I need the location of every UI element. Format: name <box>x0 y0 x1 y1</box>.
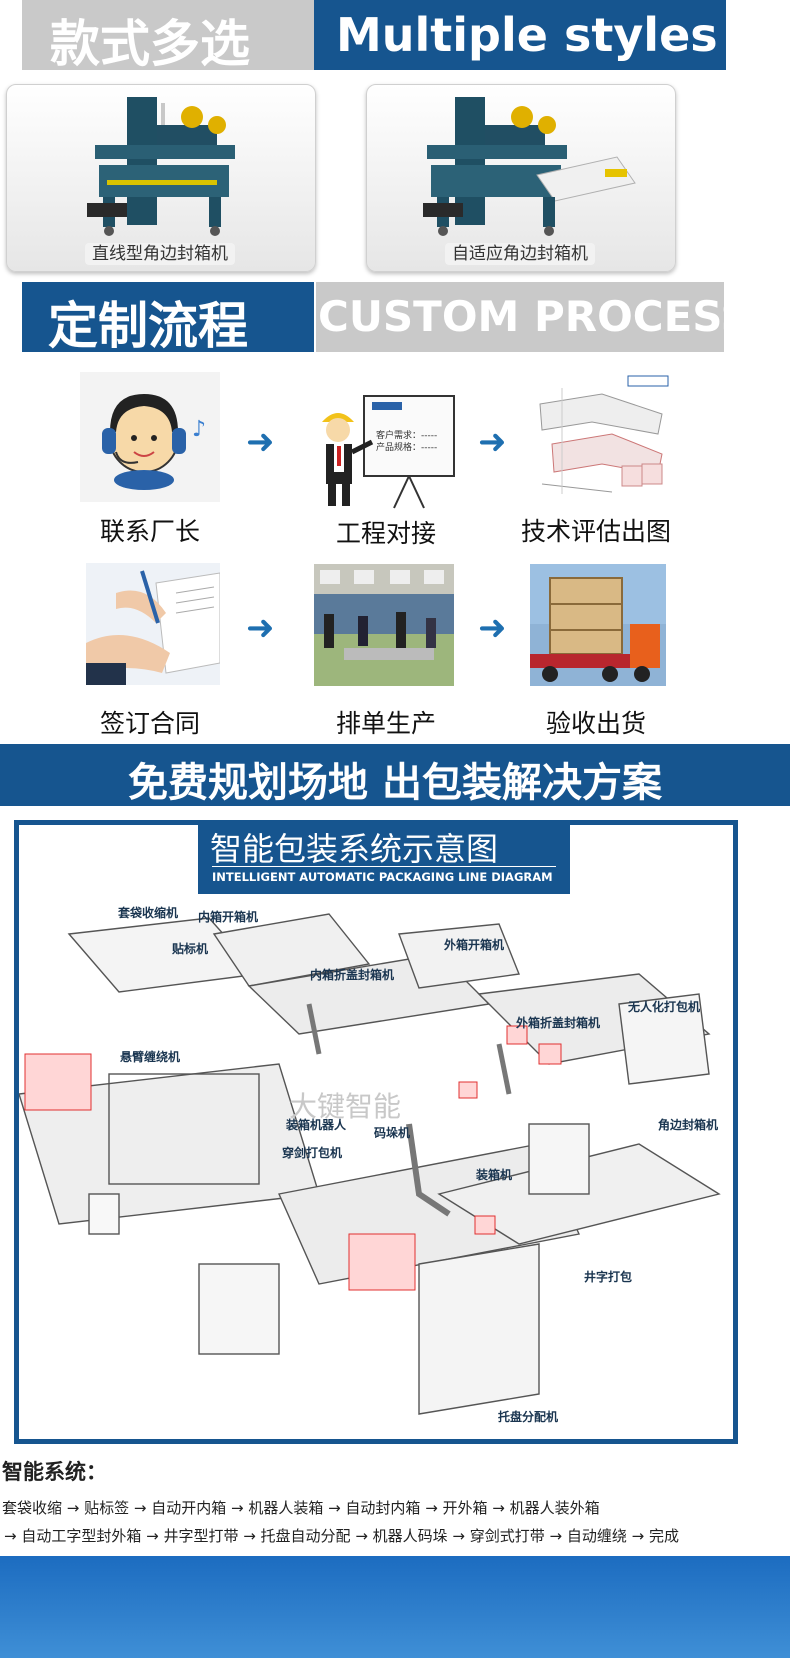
product-caption-1: 直线型角边封箱机 <box>85 243 235 265</box>
styles-title-cn: 款式多选 <box>50 15 250 73</box>
step-5-image <box>314 564 454 686</box>
label-outer-box-sealer: 外箱折盖封箱机 <box>516 1016 601 1030</box>
label-palletizer: 码垛机 <box>374 1126 411 1140</box>
product-caption-2: 自适应角边封箱机 <box>445 243 595 265</box>
label-cross-strapping: 井字打包 <box>584 1270 633 1284</box>
free-plan-title: 免费规划场地 出包装解决方案 <box>128 760 662 806</box>
carton-sealer-machine-icon <box>87 97 235 236</box>
label-inner-box-sealer: 内箱折盖封箱机 <box>310 968 395 982</box>
step-1-image: ♪ <box>80 372 220 502</box>
process-banner-cn-bg <box>22 282 314 352</box>
label-shrink-wrapper: 套袋收缩机 <box>118 906 179 920</box>
step-1-label: 联系厂长 <box>99 517 200 546</box>
step-3-image <box>532 374 670 504</box>
arrow-right-icon: ➜ <box>478 422 507 462</box>
arrow-right-icon: ➜ <box>478 608 507 648</box>
label-unmanned-strapper: 无人化打包机 <box>628 1000 701 1014</box>
label-pallet-dispenser: 托盘分配机 <box>498 1410 559 1424</box>
styles-banner-en-bg <box>314 0 726 70</box>
product-card-1[interactable]: 直线型角边封箱机 <box>6 84 316 272</box>
step-2-label: 工程对接 <box>335 519 436 548</box>
step-4-label: 签订合同 <box>99 709 200 738</box>
label-case-packer: 装箱机 <box>476 1168 513 1182</box>
factory-production-icon <box>314 564 454 686</box>
adaptive-carton-sealer-machine-icon <box>423 97 636 236</box>
packaging-line-diagram: 大键智能 <box>19 913 721 1415</box>
system-heading: 智能系统： <box>2 1460 107 1484</box>
step-2-image: 客户需求：----- 产品规格：----- <box>314 382 456 510</box>
svg-text:♪: ♪ <box>192 417 206 442</box>
technical-drawing-icon <box>532 374 670 504</box>
label-outer-box-opener: 外箱开箱机 <box>444 938 505 952</box>
arrow-right-icon: ➜ <box>246 422 275 462</box>
label-cantilever-wrapper: 悬臂缠绕机 <box>120 1050 181 1064</box>
engineer-presentation-icon: 客户需求：----- 产品规格：----- <box>322 395 455 509</box>
contract-signing-icon <box>86 570 221 685</box>
step-4-image <box>86 563 221 685</box>
shipping-crate-icon <box>530 564 666 682</box>
bottom-sky-strip <box>0 1556 790 1658</box>
process-title-cn: 定制流程 <box>48 297 248 355</box>
arrow-right-icon: ➜ <box>246 608 275 648</box>
step-3-label: 技术评估出图 <box>520 517 671 546</box>
board-line-1: 客户需求：----- <box>376 429 437 441</box>
step-6-image <box>530 564 666 686</box>
system-flow-line-1: 套袋收缩 → 贴标签 → 自动开内箱 → 机器人装箱 → 自动封内箱 → 开外箱… <box>2 1499 600 1517</box>
step-5-label: 排单生产 <box>335 709 436 738</box>
headset-support-icon: ♪ <box>102 394 206 490</box>
system-flow-line-2: → 自动工字型封外箱 → 井字型打带 → 托盘自动分配 → 机器人码垛 → 穿剑… <box>4 1527 679 1545</box>
step-6-label: 验收出货 <box>545 709 646 738</box>
diagram-title-en: INTELLIGENT AUTOMATIC PACKAGING LINE DIA… <box>212 870 553 884</box>
product-card-2[interactable]: 自适应角边封箱机 <box>366 84 676 272</box>
diagram-title-cn: 智能包装系统示意图 <box>210 830 499 868</box>
label-inner-box-opener: 内箱开箱机 <box>198 910 259 924</box>
board-line-2: 产品规格：----- <box>376 441 437 453</box>
label-labeler: 贴标机 <box>172 942 209 956</box>
process-title-en: CUSTOM PROCESS <box>318 292 751 341</box>
diagram-watermark: 大键智能 <box>289 1091 401 1122</box>
free-plan-banner-bg <box>0 744 790 806</box>
process-banner-en-bg <box>316 282 724 352</box>
label-packing-robot: 装箱机器人 <box>286 1118 347 1132</box>
diagram-title-box: 智能包装系统示意图 INTELLIGENT AUTOMATIC PACKAGIN… <box>198 820 570 894</box>
styles-title-en: Multiple styles <box>336 8 718 62</box>
label-arch-strapper: 穿剑打包机 <box>282 1146 343 1160</box>
styles-banner-cn-bg <box>22 0 314 70</box>
label-corner-sealer: 角边封箱机 <box>658 1118 719 1132</box>
